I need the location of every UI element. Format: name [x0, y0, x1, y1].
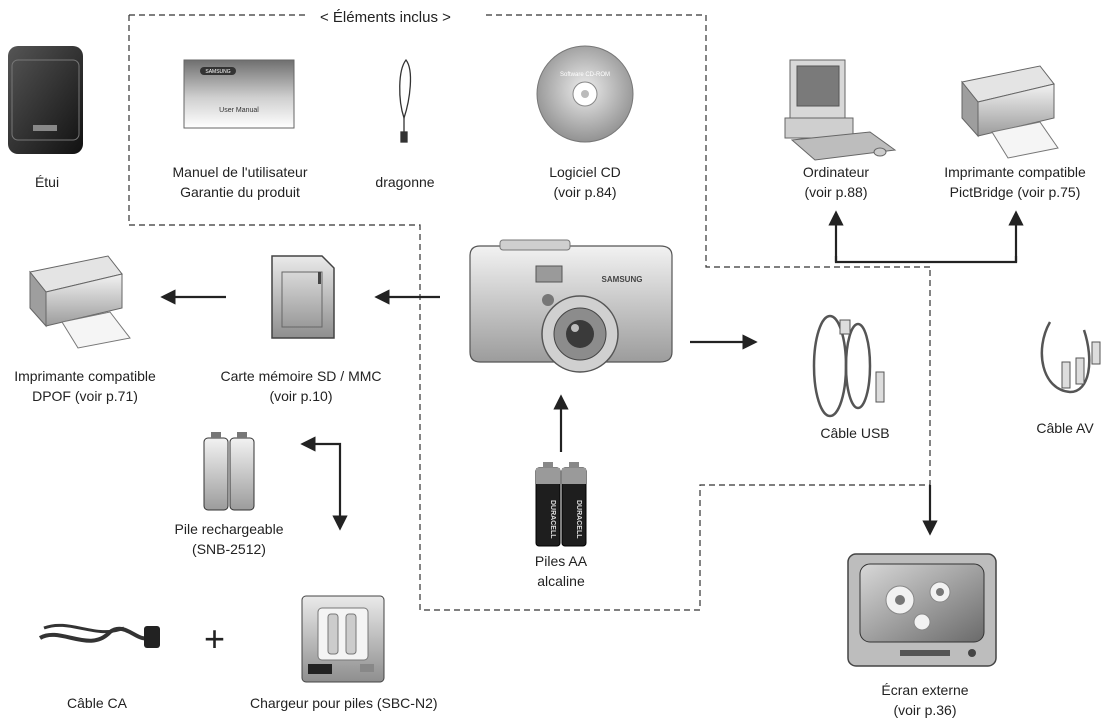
case-illustration	[8, 46, 83, 154]
aa-batteries-label-line1: Piles AA	[534, 553, 588, 569]
av-cable-illustration	[1040, 321, 1101, 394]
dashed-region-lines	[128, 14, 931, 611]
included-items-title: < Éléments inclus >	[316, 9, 455, 26]
pictbridge-printer-label: Imprimante compatible PictBridge (voir p…	[940, 162, 1090, 202]
computer-label: Ordinateur (voir p.88)	[786, 162, 886, 202]
aa-brand-left: DURACELL	[549, 500, 556, 539]
rechargeable-battery-label-line1: Pile rechargeable	[174, 521, 284, 537]
usb-cable-label: Câble USB	[820, 425, 890, 441]
battery-charger-illustration	[301, 595, 385, 683]
rechargeable-battery-label-line2: (SNB-2512)	[192, 541, 266, 557]
memory-card-label-line2: (voir p.10)	[269, 388, 333, 404]
external-screen-label-line2: (voir p.36)	[893, 702, 957, 718]
pictbridge-label-line1: Imprimante compatible	[944, 164, 1086, 180]
software-cd-illustration: Software CD-ROM	[536, 45, 634, 143]
strap-label: dragonne	[375, 174, 435, 190]
memory-card-label-line1: Carte mémoire SD / MMC	[220, 368, 382, 384]
manual-cover-text: User Manual	[219, 107, 259, 114]
external-screen-label-line1: Écran externe	[881, 682, 969, 698]
camera-brand: SAMSUNG	[602, 275, 643, 284]
external-screen-illustration	[847, 553, 997, 667]
camera-illustration: SAMSUNG	[469, 239, 673, 373]
pictbridge-label-line2: PictBridge (voir p.75)	[949, 184, 1081, 200]
cd-label-line2: (voir p.84)	[553, 184, 617, 200]
aa-brand-right: DURACELL	[575, 500, 582, 539]
connection-arrows	[160, 210, 1024, 536]
case-label: Étui	[34, 174, 60, 190]
cd-label-line1: Logiciel CD	[549, 164, 621, 180]
ac-cable-illustration	[38, 623, 160, 648]
aa-batteries-label: Piles AA alcaline	[526, 551, 596, 591]
dpof-printer-label: Imprimante compatible DPOF (voir p.71)	[10, 366, 160, 406]
rechargeable-battery-label: Pile rechargeable (SNB-2512)	[164, 519, 294, 559]
user-manual-illustration: SAMSUNG User Manual	[183, 59, 295, 129]
strap-illustration	[399, 58, 412, 143]
av-cable-label: Câble AV	[1036, 420, 1094, 436]
ac-cable-label: Câble CA	[67, 695, 127, 711]
arrow-to-battery	[300, 436, 342, 465]
aa-batteries-illustration: DURACELL DURACELL	[535, 462, 587, 547]
manual-label: Manuel de l'utilisateur Garantie du prod…	[160, 162, 320, 202]
computer-label-line2: (voir p.88)	[804, 184, 868, 200]
computer-label-line1: Ordinateur	[802, 164, 870, 180]
aa-batteries-label-line2: alcaline	[537, 573, 585, 589]
memory-card-illustration	[271, 255, 335, 339]
charger-label: Chargeur pour piles (SBC-N2)	[250, 695, 438, 711]
manual-label-line1: Manuel de l'utilisateur	[172, 164, 308, 180]
dpof-label-line2: DPOF (voir p.71)	[32, 388, 138, 404]
dpof-printer-illustration	[29, 255, 131, 349]
external-screen-label: Écran externe (voir p.36)	[870, 680, 980, 720]
plus-sign: +	[204, 618, 226, 659]
manual-label-line2: Garantie du produit	[180, 184, 300, 200]
pictbridge-printer-illustration	[961, 65, 1059, 159]
computer-printer-connector	[834, 256, 1018, 264]
manual-brand: SAMSUNG	[205, 69, 230, 75]
computer-illustration	[784, 59, 897, 161]
memory-card-label: Carte mémoire SD / MMC (voir p.10)	[218, 366, 384, 406]
cd-disc-text: Software CD-ROM	[560, 72, 610, 78]
rechargeable-battery-illustration	[203, 432, 255, 511]
cd-label: Logiciel CD (voir p.84)	[530, 162, 640, 202]
usb-cable-illustration	[812, 314, 885, 418]
dpof-label-line1: Imprimante compatible	[14, 368, 156, 384]
